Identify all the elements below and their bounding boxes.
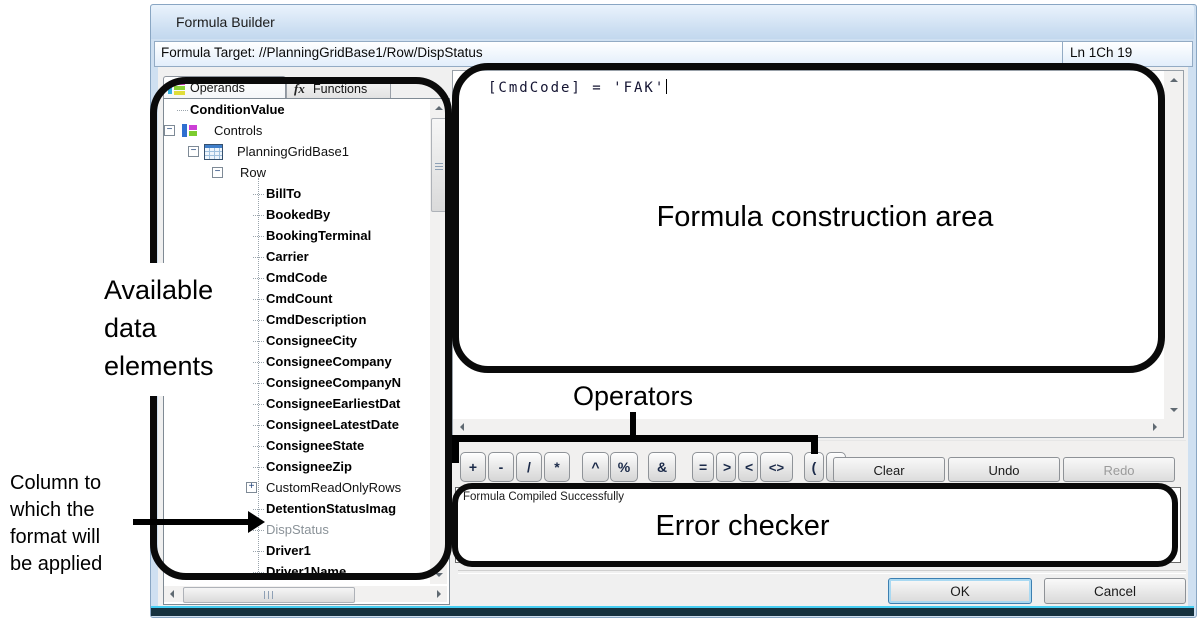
annotation-line: Column to — [10, 472, 102, 494]
formula-text-value: [CmdCode] = 'FAK' — [488, 80, 666, 96]
tree-connector-line — [258, 178, 259, 572]
scroll-left-icon[interactable] — [455, 420, 470, 435]
annotation-bracket-left-tick — [452, 435, 459, 463]
annotation-line: elements — [104, 351, 214, 381]
annotation-available-data: Available data elements — [92, 263, 234, 396]
tab-operands-label: Operands — [190, 81, 245, 95]
scroll-left-icon[interactable] — [165, 587, 180, 602]
tree-item-consigneecompanyn[interactable]: ConsigneeCompanyN — [252, 373, 401, 393]
tree-item-consigneecity[interactable]: ConsigneeCity — [252, 331, 357, 351]
annotation-line: format will — [10, 526, 101, 548]
operator-minus-button[interactable]: - — [488, 452, 514, 482]
tree-item-consigneestate[interactable]: ConsigneeState — [252, 436, 364, 456]
operator-multiply-button[interactable]: * — [544, 452, 570, 482]
formula-text: [CmdCode] = 'FAK' — [488, 79, 668, 96]
undo-button[interactable]: Undo — [948, 457, 1060, 482]
tree-item-consigneeearliestdat[interactable]: ConsigneeEarliestDat — [252, 394, 400, 414]
scroll-right-icon[interactable] — [1147, 420, 1162, 435]
tree-expander-collapse-icon[interactable]: − — [164, 125, 175, 136]
annotation-arrow-shaft — [133, 519, 248, 525]
annotation-formula-area: Formula construction area — [656, 201, 994, 233]
tree-item-consigneelatestdate[interactable]: ConsigneeLatestDate — [253, 415, 399, 435]
text-caret — [666, 79, 668, 94]
caret-position-indicator: Ln 1Ch 19 — [1070, 45, 1133, 60]
annotation-operators-bracket — [452, 435, 818, 442]
operator-greater-button[interactable]: > — [716, 452, 736, 482]
error-checker-panel: Formula Compiled Successfully — [455, 487, 1181, 563]
compile-status-message: Formula Compiled Successfully — [463, 491, 625, 503]
annotation-line: data — [104, 313, 157, 343]
tree-expander-expand-icon[interactable]: + — [246, 482, 257, 493]
scroll-down-icon[interactable] — [431, 567, 446, 582]
tree-item-controls[interactable]: Controls — [214, 123, 263, 138]
operator-equals-button[interactable]: = — [692, 452, 714, 482]
scrollbar-corner — [1164, 419, 1183, 437]
operator-openparen-button[interactable]: ( — [804, 452, 824, 482]
operator-divide-button[interactable]: / — [516, 452, 542, 482]
operator-modulo-button[interactable]: % — [610, 452, 638, 482]
window-titlebar[interactable] — [151, 5, 1194, 39]
tab-functions-label: Functions — [313, 82, 368, 96]
table-grid-icon — [204, 144, 223, 160]
ok-button[interactable]: OK — [888, 578, 1032, 604]
annotation-line: which the — [10, 499, 95, 521]
formula-target-text: Formula Target: //PlanningGridBase1/Row/… — [161, 45, 483, 60]
operator-concat-button[interactable]: & — [648, 452, 676, 482]
tree-expander-collapse-icon[interactable]: − — [188, 146, 199, 157]
tree-item-bookingterminal[interactable]: BookingTerminal — [252, 226, 371, 246]
tree-item-bookedby[interactable]: BookedBy — [252, 205, 330, 225]
footer-divider — [458, 570, 1186, 574]
fx-icon: fx — [294, 81, 305, 96]
window-title: Formula Builder — [176, 14, 275, 30]
tree-item-consigneecompany[interactable]: ConsigneeCompany — [253, 352, 392, 372]
annotation-error-checker: Error checker — [655, 510, 830, 542]
annotation-column-note: Column to which the format will be appli… — [10, 470, 145, 578]
tree-item-row[interactable]: Row — [240, 165, 267, 180]
operator-plus-button[interactable]: + — [460, 452, 486, 482]
tree-item-planninggridbase1[interactable]: PlanningGridBase1 — [237, 144, 350, 159]
annotation-circle-formula — [452, 63, 1165, 373]
redo-button[interactable]: Redo — [1063, 457, 1175, 482]
scroll-right-icon[interactable] — [431, 587, 446, 602]
operator-notequal-button[interactable]: <> — [760, 452, 793, 482]
operator-less-button[interactable]: < — [738, 452, 758, 482]
cancel-button[interactable]: Cancel — [1044, 578, 1186, 604]
annotation-arrow-head-icon — [248, 511, 265, 533]
tree-item-billto[interactable]: BillTo — [252, 184, 301, 204]
annotation-operators-label: Operators — [573, 381, 694, 411]
tree-expander-collapse-icon[interactable]: − — [212, 167, 223, 178]
tree-hscroll-thumb[interactable] — [183, 587, 355, 603]
annotation-bracket-right-tick — [811, 435, 818, 454]
tree-item-carrier[interactable]: Carrier — [253, 247, 309, 267]
clear-button[interactable]: Clear — [833, 457, 945, 482]
annotation-line: be applied — [10, 553, 103, 575]
formula-vertical-scrollbar[interactable] — [1164, 71, 1183, 419]
window-bottom-edge — [151, 606, 1194, 616]
annotation-line: Available — [104, 275, 214, 305]
tree-item-driver1[interactable]: Driver1 — [253, 541, 311, 561]
tree-item-cmddescription[interactable]: CmdDescription — [252, 310, 366, 330]
controls-icon — [181, 123, 198, 139]
tree-item-customreadonlyrows[interactable]: CustomReadOnlyRows — [266, 480, 402, 495]
target-bar-divider — [1062, 42, 1063, 64]
tree-vertical-scrollbar[interactable] — [430, 99, 447, 584]
tree-item-detentionstatusimag[interactable]: DetentionStatusImag — [252, 499, 396, 519]
operator-power-button[interactable]: ^ — [582, 452, 609, 482]
formula-editor[interactable]: [CmdCode] = 'FAK' — [452, 70, 1184, 438]
scroll-up-icon[interactable] — [1166, 73, 1181, 88]
annotation-circle-error — [452, 483, 1178, 567]
annotation-operators-pointer — [630, 412, 636, 438]
operators-toolbar: + - / * ^ % & = > < <> ( ) Clear Undo Re… — [452, 440, 1186, 488]
tree-item-cmdcode[interactable]: CmdCode — [252, 268, 327, 288]
tree-item-cmdcount[interactable]: CmdCount — [252, 289, 332, 309]
tree-item-consigneezip[interactable]: ConsigneeZip — [253, 457, 352, 477]
scroll-down-icon[interactable] — [1166, 402, 1181, 417]
